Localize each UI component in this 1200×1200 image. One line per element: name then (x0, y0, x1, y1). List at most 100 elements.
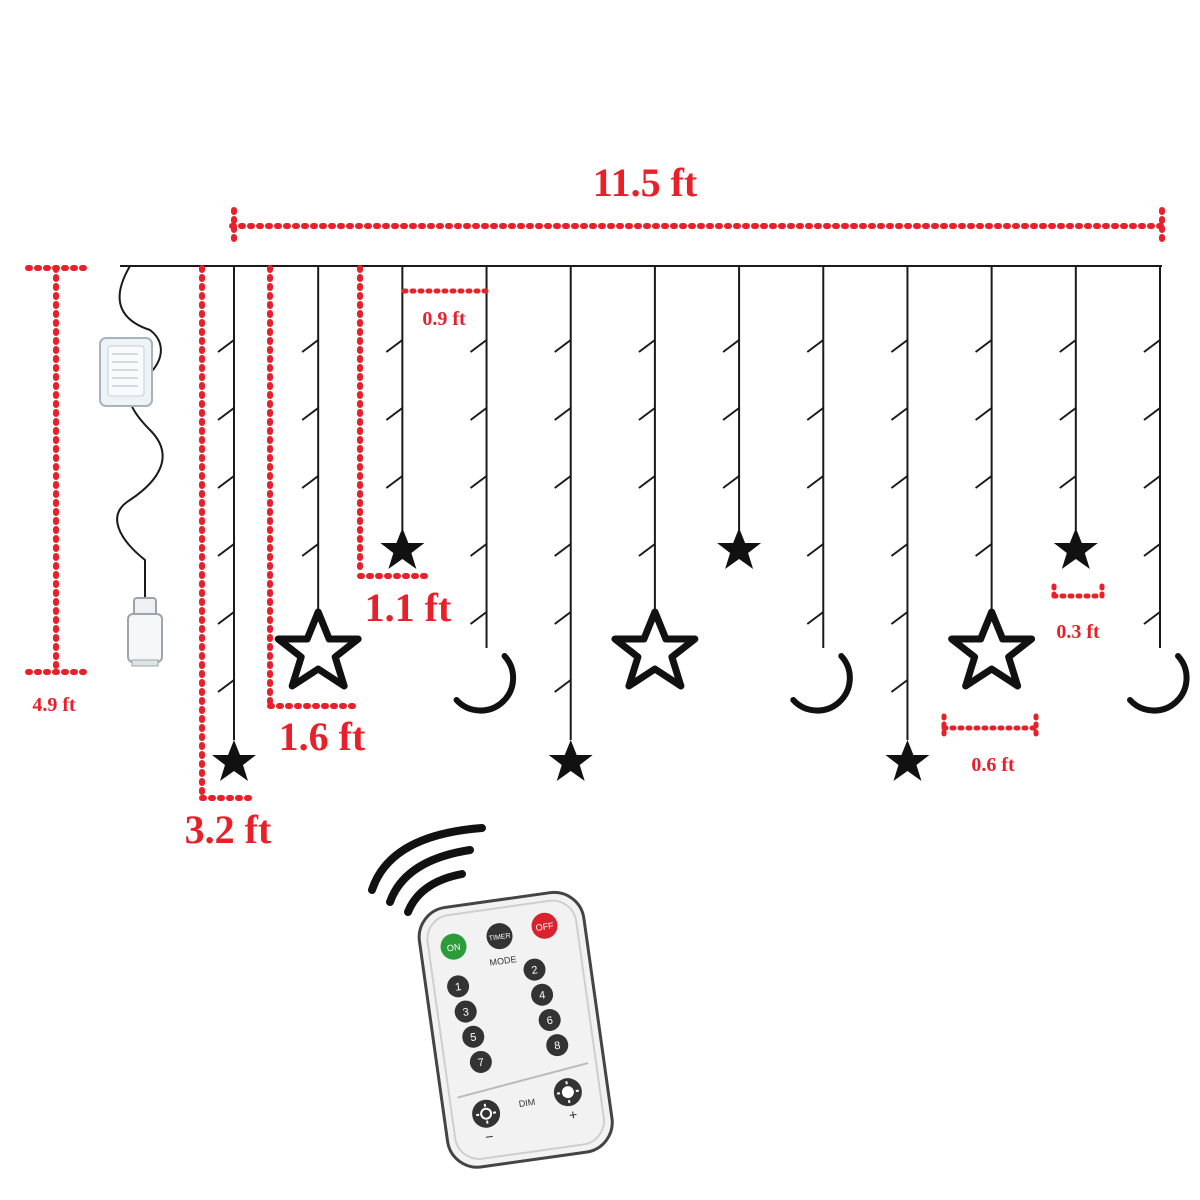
off-button[interactable] (530, 911, 559, 940)
star-icon (952, 612, 1032, 686)
sun-icon (556, 1081, 579, 1104)
led-bulb (890, 679, 909, 693)
width-dimension-line (229, 207, 1165, 247)
usb-plug-icon (127, 597, 163, 667)
number-button-8[interactable] (545, 1033, 570, 1058)
led-bulb (301, 543, 319, 557)
number-button-4[interactable] (530, 982, 555, 1007)
led-bulb (975, 339, 993, 353)
number-button-5[interactable] (461, 1024, 486, 1049)
led-bulb (1059, 475, 1077, 489)
dim-down-button[interactable] (470, 1098, 502, 1130)
led-bulb (1143, 543, 1161, 557)
led-bulb (722, 407, 740, 421)
off-button-label: OFF (535, 920, 555, 932)
led-bulb (217, 339, 235, 353)
led-bulb (385, 339, 403, 353)
number-button-label: 6 (546, 1015, 554, 1028)
led-bulb (806, 543, 824, 557)
led-bulb (806, 407, 824, 421)
led-bulb (554, 543, 572, 557)
number-button-6[interactable] (537, 1008, 562, 1033)
on-button-label: ON (446, 942, 461, 954)
moon-icon (1130, 656, 1187, 711)
led-bulb (975, 407, 993, 421)
led-bulb (554, 611, 572, 625)
led-bulb (217, 543, 235, 557)
number-button-label: 1 (454, 981, 462, 994)
star-icon (615, 612, 695, 686)
dim-up-button[interactable] (552, 1076, 584, 1108)
led-bulb (890, 475, 909, 489)
timer-button[interactable] (485, 921, 514, 950)
led-bulb (554, 475, 572, 489)
led-bulb (806, 475, 824, 489)
led-bulb (1143, 475, 1161, 489)
longest-strand-label: 3.2 ft (185, 807, 272, 852)
number-button-1[interactable] (446, 974, 471, 999)
led-bulb (217, 475, 235, 489)
moon-icon (793, 656, 850, 711)
led-bulb (806, 611, 824, 625)
medium-strand-dimension-line (267, 265, 361, 709)
led-bulb (1059, 339, 1077, 353)
plus-label: + (568, 1106, 578, 1123)
dim-label: DIM (518, 1097, 536, 1109)
strand-spacing-label: 0.9 ft (422, 308, 466, 330)
height-dimension-line (25, 265, 87, 675)
on-button[interactable] (439, 932, 468, 961)
led-bulb (554, 407, 572, 421)
pendant-size-dimension-line (941, 713, 1039, 743)
led-bulb (975, 475, 993, 489)
star-icon (1053, 528, 1098, 569)
led-bulb (1143, 407, 1161, 421)
number-button-7[interactable] (468, 1050, 493, 1075)
led-bulb (890, 611, 909, 625)
led-bulb (469, 339, 488, 353)
number-button-label: 4 (538, 989, 546, 1002)
star-size-dimension-line (1051, 583, 1105, 603)
led-bulb (1059, 407, 1077, 421)
led-bulb (975, 543, 993, 557)
led-bulb (1143, 611, 1161, 625)
star-icon (717, 528, 762, 569)
led-bulb (385, 475, 403, 489)
number-button-label: 5 (470, 1031, 478, 1044)
led-bulb (469, 611, 488, 625)
led-bulb (638, 543, 656, 557)
led-bulb (217, 679, 235, 693)
number-button-label: 7 (477, 1057, 485, 1070)
star-icon (278, 612, 358, 686)
timer-button-label: TIMER (488, 933, 511, 943)
led-bulb (385, 407, 403, 421)
star-icon (212, 740, 256, 781)
short-strand-label: 1.1 ft (365, 585, 452, 630)
mode-label: MODE (489, 954, 517, 968)
number-button-2[interactable] (522, 957, 547, 982)
led-bulb (469, 407, 488, 421)
strand-group (212, 266, 1187, 781)
led-bulb (217, 407, 235, 421)
longest-strand-dimension-line (199, 265, 257, 801)
led-bulb (469, 475, 488, 489)
led-bulb (554, 339, 572, 353)
led-bulb (301, 339, 319, 353)
star-icon (885, 740, 930, 781)
star-size-label: 0.3 ft (1056, 621, 1100, 643)
number-button-label: 2 (531, 964, 539, 977)
total-height-label: 4.9 ft (32, 694, 76, 716)
led-bulb (890, 407, 909, 421)
number-button-3[interactable] (453, 999, 478, 1024)
moon-icon (457, 656, 514, 711)
led-bulb (722, 339, 740, 353)
sun-icon (476, 1103, 497, 1124)
led-bulb (890, 543, 909, 557)
star-icon (380, 528, 425, 569)
led-bulb (806, 339, 824, 353)
star-icon (548, 740, 593, 781)
led-bulb (722, 475, 740, 489)
led-bulb (217, 611, 235, 625)
